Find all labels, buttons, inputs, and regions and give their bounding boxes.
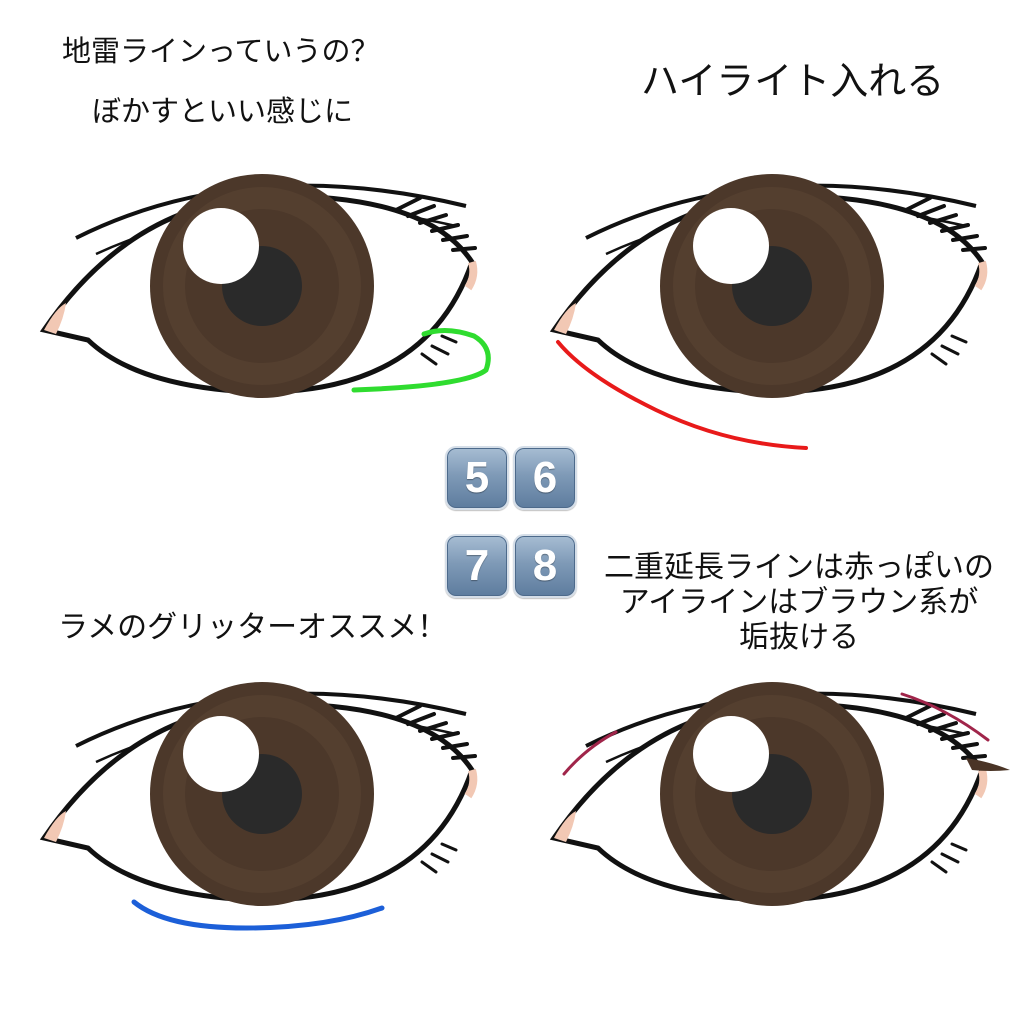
keycap-8: 8 [513,534,577,598]
eye-illustration-1 [39,174,491,398]
keycap-6: 6 [513,446,577,510]
caption-tl-line1: 地雷ラインっていうの？ [62,34,380,68]
caption-br-line1: 二重延長ラインは赤っぽいの [604,550,994,585]
red-marker-line [556,340,808,450]
eye-illustration-3 [39,682,478,931]
caption-top-right: ハイライト入れる [641,59,945,103]
caption-br-line2: アイラインはブラウン系が [619,585,979,620]
caption-tl-line2: ぼかすといい感じに [92,94,354,128]
caption-br-line3: 垢抜ける [739,620,859,655]
blue-marker-line [131,899,385,931]
caption-bottom-right: 二重延長ラインは赤っぽいの アイラインはブラウン系が 垢抜ける [584,550,1014,655]
keycap-5: 5 [445,446,509,510]
caption-bottom-left: ラメのグリッターオススメ！ [58,610,448,645]
eye-illustration-2 [549,174,988,450]
keycap-7: 7 [445,534,509,598]
green-marker-line [351,328,491,393]
crimson-crease-line-right [900,692,990,742]
eye-base [549,682,988,906]
crimson-crease-line-left [562,730,618,776]
eye-illustration-4 [549,682,1010,906]
eye-base [39,174,478,398]
brown-liner-wing [966,758,1010,771]
eye-base [549,174,988,398]
eye-base [39,682,478,906]
